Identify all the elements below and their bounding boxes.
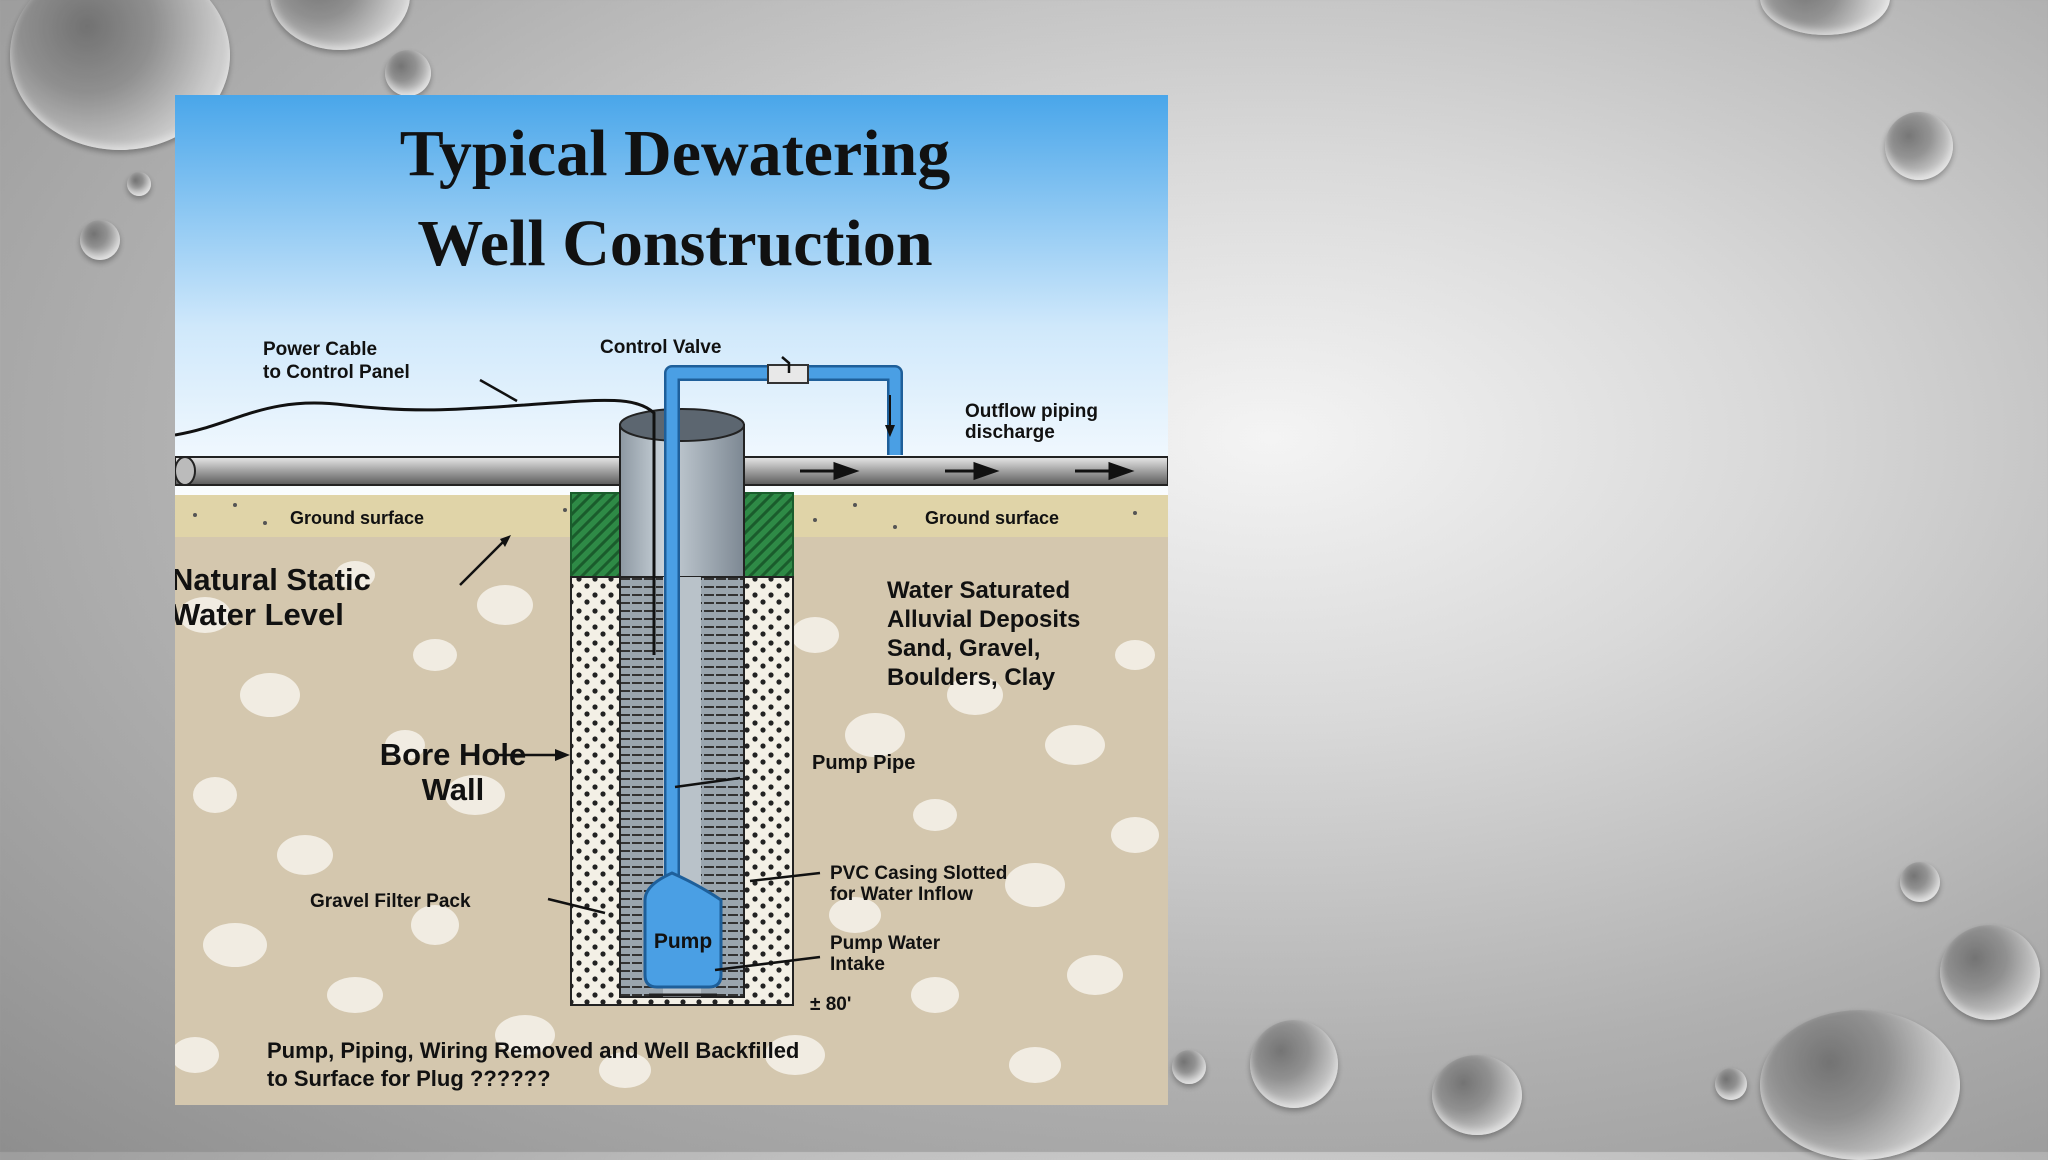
saturated-deposits-label-line-2: Alluvial Deposits (887, 606, 1080, 633)
footer-note-line-1: Pump, Piping, Wiring Removed and Well Ba… (267, 1038, 799, 1063)
leader-lines (459, 356, 821, 972)
water-droplet (1760, 0, 1890, 35)
static-water-level-label-line-2: Water Level (175, 597, 344, 632)
soil-boulders (175, 561, 1159, 1088)
outflow-label-line-2: discharge (965, 422, 1055, 443)
water-droplet (1250, 1020, 1338, 1108)
power-cable (175, 398, 656, 655)
diagram-title-line-1: Typical Dewatering (400, 117, 951, 190)
ground-surface-specks (193, 503, 1137, 529)
static-water-level-label-line-1: Natural Static (175, 562, 371, 597)
flow-arrow-head (885, 425, 895, 437)
gravel-filter-pack-label: Gravel Filter Pack (310, 891, 471, 912)
dewatering-well-diagram: Typical Dewatering Well Construction (175, 95, 1168, 1105)
saturated-deposits-label-line-1: Water Saturated (887, 577, 1070, 604)
power-cable-label-line-2: to Control Panel (263, 362, 410, 383)
pump-intake-label-line-1: Pump Water (830, 933, 941, 954)
control-valve-label: Control Valve (600, 337, 721, 358)
outflow-label-line-1: Outflow piping (965, 401, 1098, 422)
ground-surface-label-left: Ground surface (290, 508, 424, 528)
power-cable-label-line-1: Power Cable (263, 339, 377, 360)
water-droplet (1715, 1068, 1747, 1100)
water-droplet (127, 172, 151, 196)
diagram-title-line-2: Well Construction (417, 207, 932, 280)
pump-label: Pump (654, 930, 712, 953)
bore-hole-wall-label-line-1: Bore Hole (380, 737, 526, 772)
water-droplet (80, 220, 120, 260)
footer-note-line-2: to Surface for Plug ?????? (267, 1066, 551, 1091)
water-droplet (1940, 925, 2040, 1020)
water-droplet (385, 50, 431, 96)
casing-label-line-2: for Water Inflow (830, 884, 973, 905)
pump-intake-label-line-2: Intake (830, 954, 885, 975)
water-droplet (1172, 1050, 1206, 1084)
casing-label-line-1: PVC Casing Slotted (830, 863, 1007, 884)
saturated-deposits-label-line-4: Boulders, Clay (887, 664, 1056, 691)
pipe-end (175, 456, 196, 486)
water-droplet (1900, 862, 1940, 902)
depth-label: ± 80' (810, 994, 851, 1015)
casing-top-opening (619, 408, 745, 442)
pvc-casing-solid (619, 424, 745, 578)
pump-pipe-label: Pump Pipe (812, 752, 915, 774)
leader-arrowheads (500, 535, 570, 761)
water-droplet (1885, 112, 1953, 180)
water-droplet (1760, 1010, 1960, 1160)
submersible-pump (643, 871, 723, 989)
bore-hole-wall-label-line-2: Wall (422, 772, 485, 807)
outflow-arrows (800, 461, 1135, 481)
water-droplet (270, 0, 410, 50)
ground-surface-label-right: Ground surface (925, 508, 1059, 528)
water-droplet (1432, 1055, 1522, 1135)
saturated-deposits-label-line-3: Sand, Gravel, (887, 635, 1040, 662)
